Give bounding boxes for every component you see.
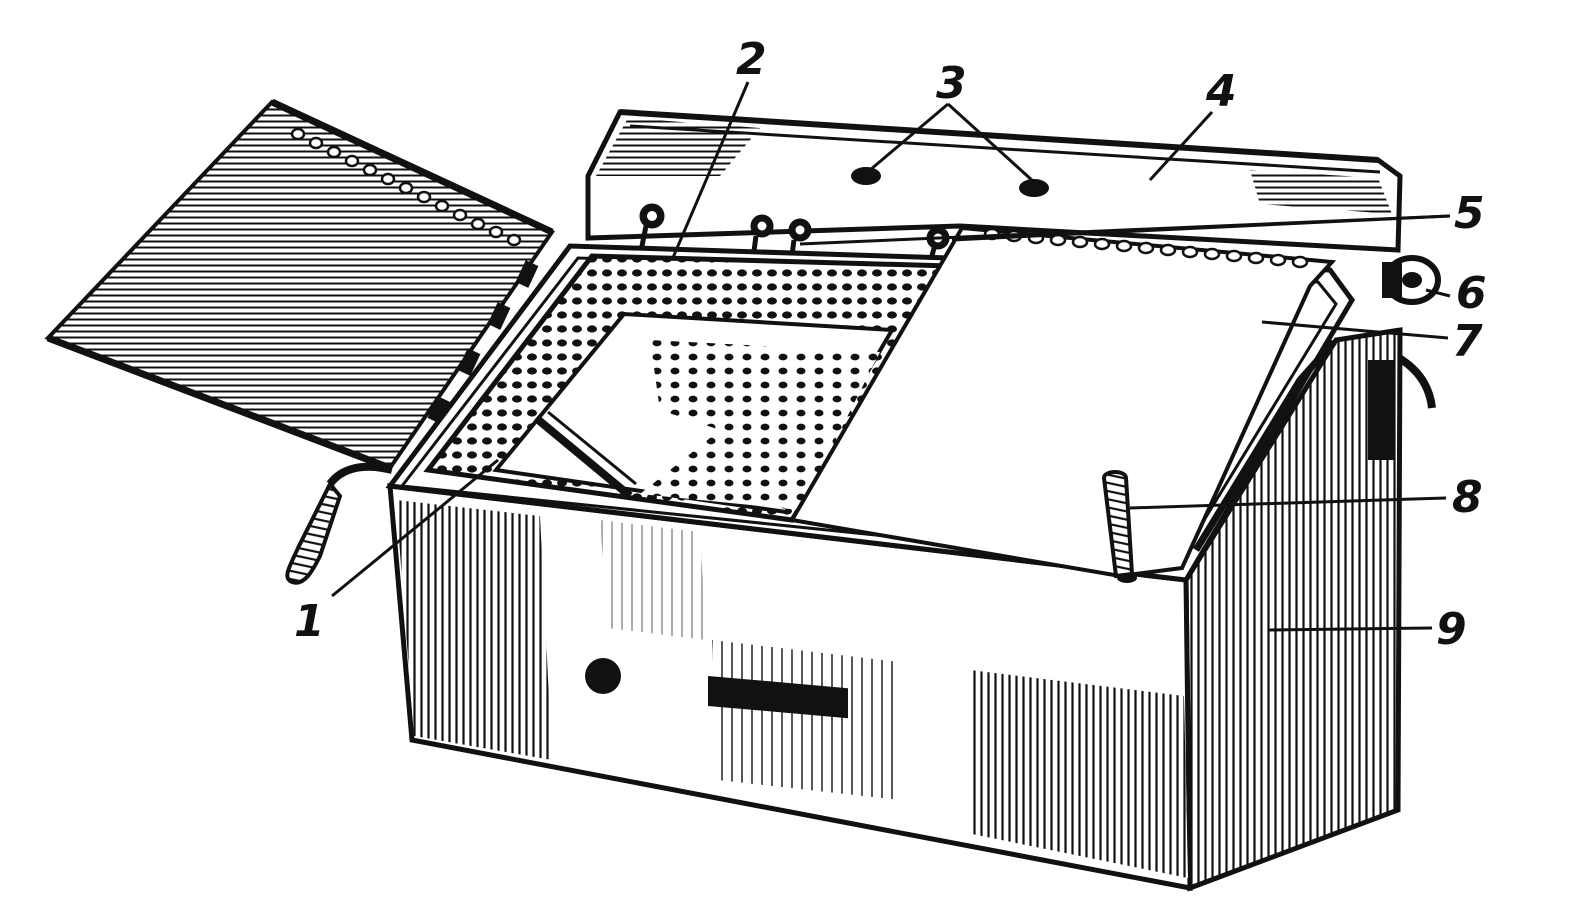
callout-3: 3 bbox=[936, 58, 967, 109]
body-front-panel bbox=[387, 483, 1193, 892]
drain-handle bbox=[1101, 470, 1137, 583]
indicator-lamp bbox=[851, 167, 881, 185]
callout-6: 6 bbox=[1456, 268, 1487, 319]
callout-8: 8 bbox=[1452, 472, 1483, 523]
callout-1: 1 bbox=[294, 596, 325, 647]
callout-7: 7 bbox=[1452, 316, 1483, 367]
front-indicator bbox=[585, 658, 621, 694]
callout-2: 2 bbox=[736, 34, 767, 85]
frying-basket bbox=[423, 253, 955, 523]
callout-9: 9 bbox=[1436, 604, 1467, 655]
hinged-lid bbox=[44, 98, 555, 585]
name-plate bbox=[708, 675, 848, 719]
side-handle bbox=[1193, 339, 1337, 552]
leader-lines bbox=[331, 81, 1451, 632]
callout-5: 5 bbox=[1454, 188, 1485, 239]
callout-4: 4 bbox=[1205, 66, 1237, 117]
thermostat-knob bbox=[1382, 255, 1441, 305]
indicator-lamp bbox=[1019, 179, 1049, 197]
